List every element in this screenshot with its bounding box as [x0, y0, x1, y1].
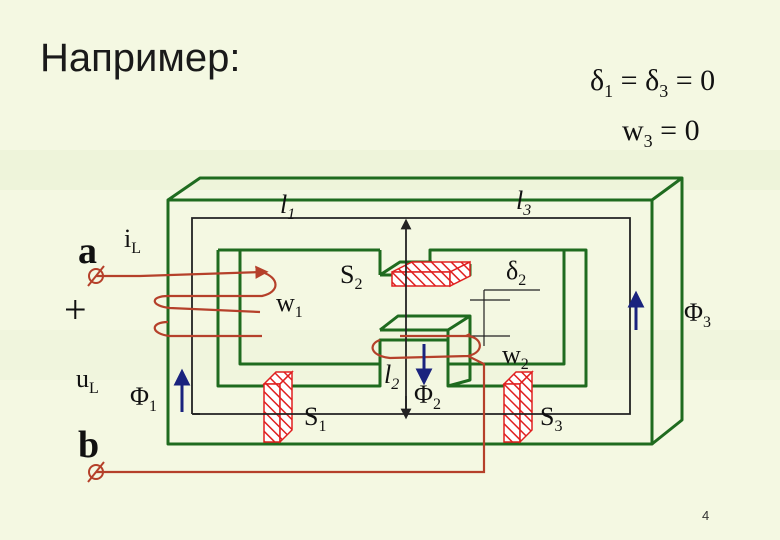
- cross-section-s1: [262, 370, 294, 444]
- delta1-subscript: 1: [604, 81, 614, 101]
- cross-section-s3: [502, 370, 534, 444]
- label-s2: S2: [340, 260, 363, 294]
- flux-arrows: [173, 290, 645, 412]
- label-l1: l1: [280, 190, 296, 224]
- label-voltage: uL: [76, 364, 99, 398]
- label-w2: w2: [502, 340, 529, 374]
- delta3-subscript: 3: [659, 81, 669, 101]
- label-l2: l2: [384, 360, 400, 394]
- page-number: 4: [702, 508, 710, 523]
- w3-subscript: 3: [643, 131, 653, 151]
- label-phi3: Φ3: [684, 298, 712, 332]
- equation-turns: w3 = 0: [622, 114, 700, 152]
- w3-symbol: w: [622, 114, 644, 147]
- terminal-b-icon: [87, 461, 105, 483]
- label-s3: S3: [540, 402, 563, 436]
- winding-w2: [96, 333, 486, 474]
- terminal-a-icon: [87, 265, 105, 287]
- equals-sign: =: [613, 64, 646, 97]
- equals-zero: = 0: [652, 114, 700, 147]
- label-current: iL: [124, 224, 142, 258]
- label-s1: S1: [304, 402, 327, 436]
- label-plus: +: [64, 287, 87, 332]
- label-phi1: Φ1: [130, 382, 158, 416]
- equals-zero: = 0: [668, 64, 716, 97]
- cross-section-s2: [391, 260, 471, 288]
- page-title: Например:: [40, 36, 241, 80]
- label-terminal-b: b: [78, 424, 100, 466]
- label-delta2: δ2: [506, 256, 527, 290]
- equation-gaps: δ1 = δ3 = 0: [590, 64, 715, 102]
- winding-w1: [96, 265, 277, 338]
- label-l3: l3: [516, 186, 532, 220]
- gap-dimension-delta2: [470, 289, 540, 346]
- delta1-symbol: δ: [590, 64, 605, 97]
- label-terminal-a: a: [78, 230, 97, 272]
- magnetic-core: [166, 176, 684, 446]
- label-phi2: Φ2: [414, 380, 442, 414]
- delta3-symbol: δ: [645, 64, 660, 97]
- label-w1: w1: [276, 288, 303, 322]
